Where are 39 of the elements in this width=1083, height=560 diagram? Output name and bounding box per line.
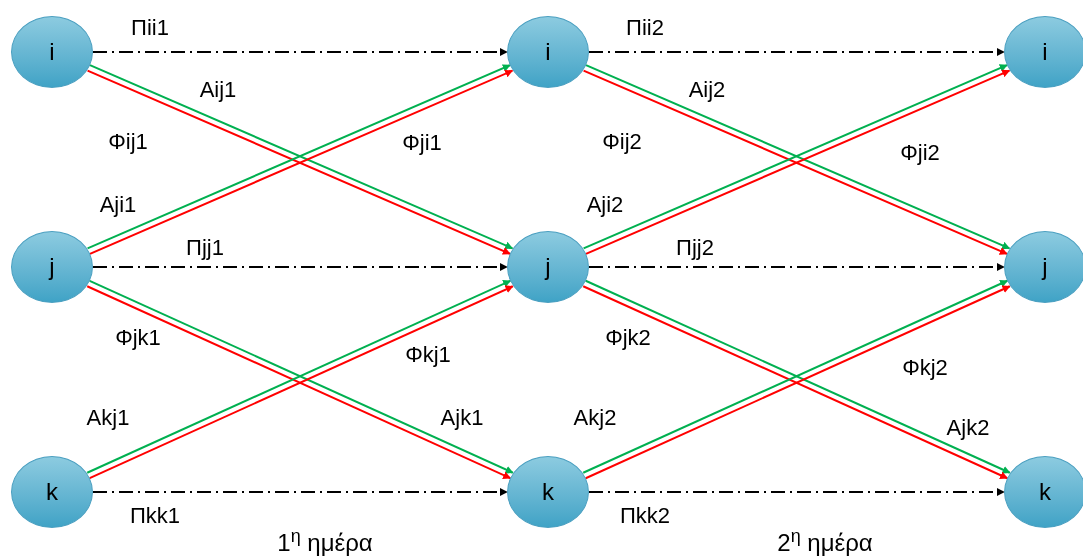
day-caption: 2$^{η}$ ημέρα xyxy=(777,531,873,555)
edge-label: Aji1 xyxy=(99,194,137,216)
edge-label: Φjk1 xyxy=(115,327,161,349)
node-ellipse: i xyxy=(11,16,93,88)
edge-label: Aij1 xyxy=(199,79,237,101)
arrow xyxy=(588,488,1005,496)
edge-label: Φkj1 xyxy=(405,344,451,366)
edge-label: Akj1 xyxy=(86,407,130,429)
edge-label: Φij1 xyxy=(108,131,148,153)
node-ellipse: i xyxy=(507,16,589,88)
edge-label: Φji2 xyxy=(900,142,940,164)
edge-label: Πkk1 xyxy=(129,505,181,527)
node-ellipse: k xyxy=(11,456,93,528)
edge-label: Φij2 xyxy=(602,131,642,153)
edge-label: Πkk2 xyxy=(619,505,671,527)
edge-label: Aji2 xyxy=(586,194,624,216)
node-ellipse: j xyxy=(507,231,589,303)
edge-label: Φjk2 xyxy=(605,327,651,349)
day-caption: 1$^{η}$ ημέρα xyxy=(277,531,373,555)
arrow xyxy=(588,48,1005,56)
edge-label: Akj2 xyxy=(573,407,617,429)
node-ellipse: k xyxy=(507,456,589,528)
arrow xyxy=(92,488,508,496)
edge-label: Πjj1 xyxy=(186,237,224,259)
edge-label: Πjj2 xyxy=(676,237,714,259)
edge-label: Ajk2 xyxy=(946,417,990,439)
node-ellipse: i xyxy=(1004,16,1083,88)
node-ellipse: j xyxy=(11,231,93,303)
node-ellipse: j xyxy=(1004,231,1083,303)
arrow xyxy=(588,263,1005,271)
edge-label: Aij2 xyxy=(688,79,726,101)
node-ellipse: k xyxy=(1004,456,1083,528)
edge-label: Πii2 xyxy=(626,17,664,39)
edge-label: Ajk1 xyxy=(440,407,484,429)
arrow xyxy=(92,263,508,271)
edge-label: Φji1 xyxy=(402,132,442,154)
arrow xyxy=(92,48,508,56)
edge-label: Φkj2 xyxy=(902,357,948,379)
edge-label: Πii1 xyxy=(131,17,169,39)
